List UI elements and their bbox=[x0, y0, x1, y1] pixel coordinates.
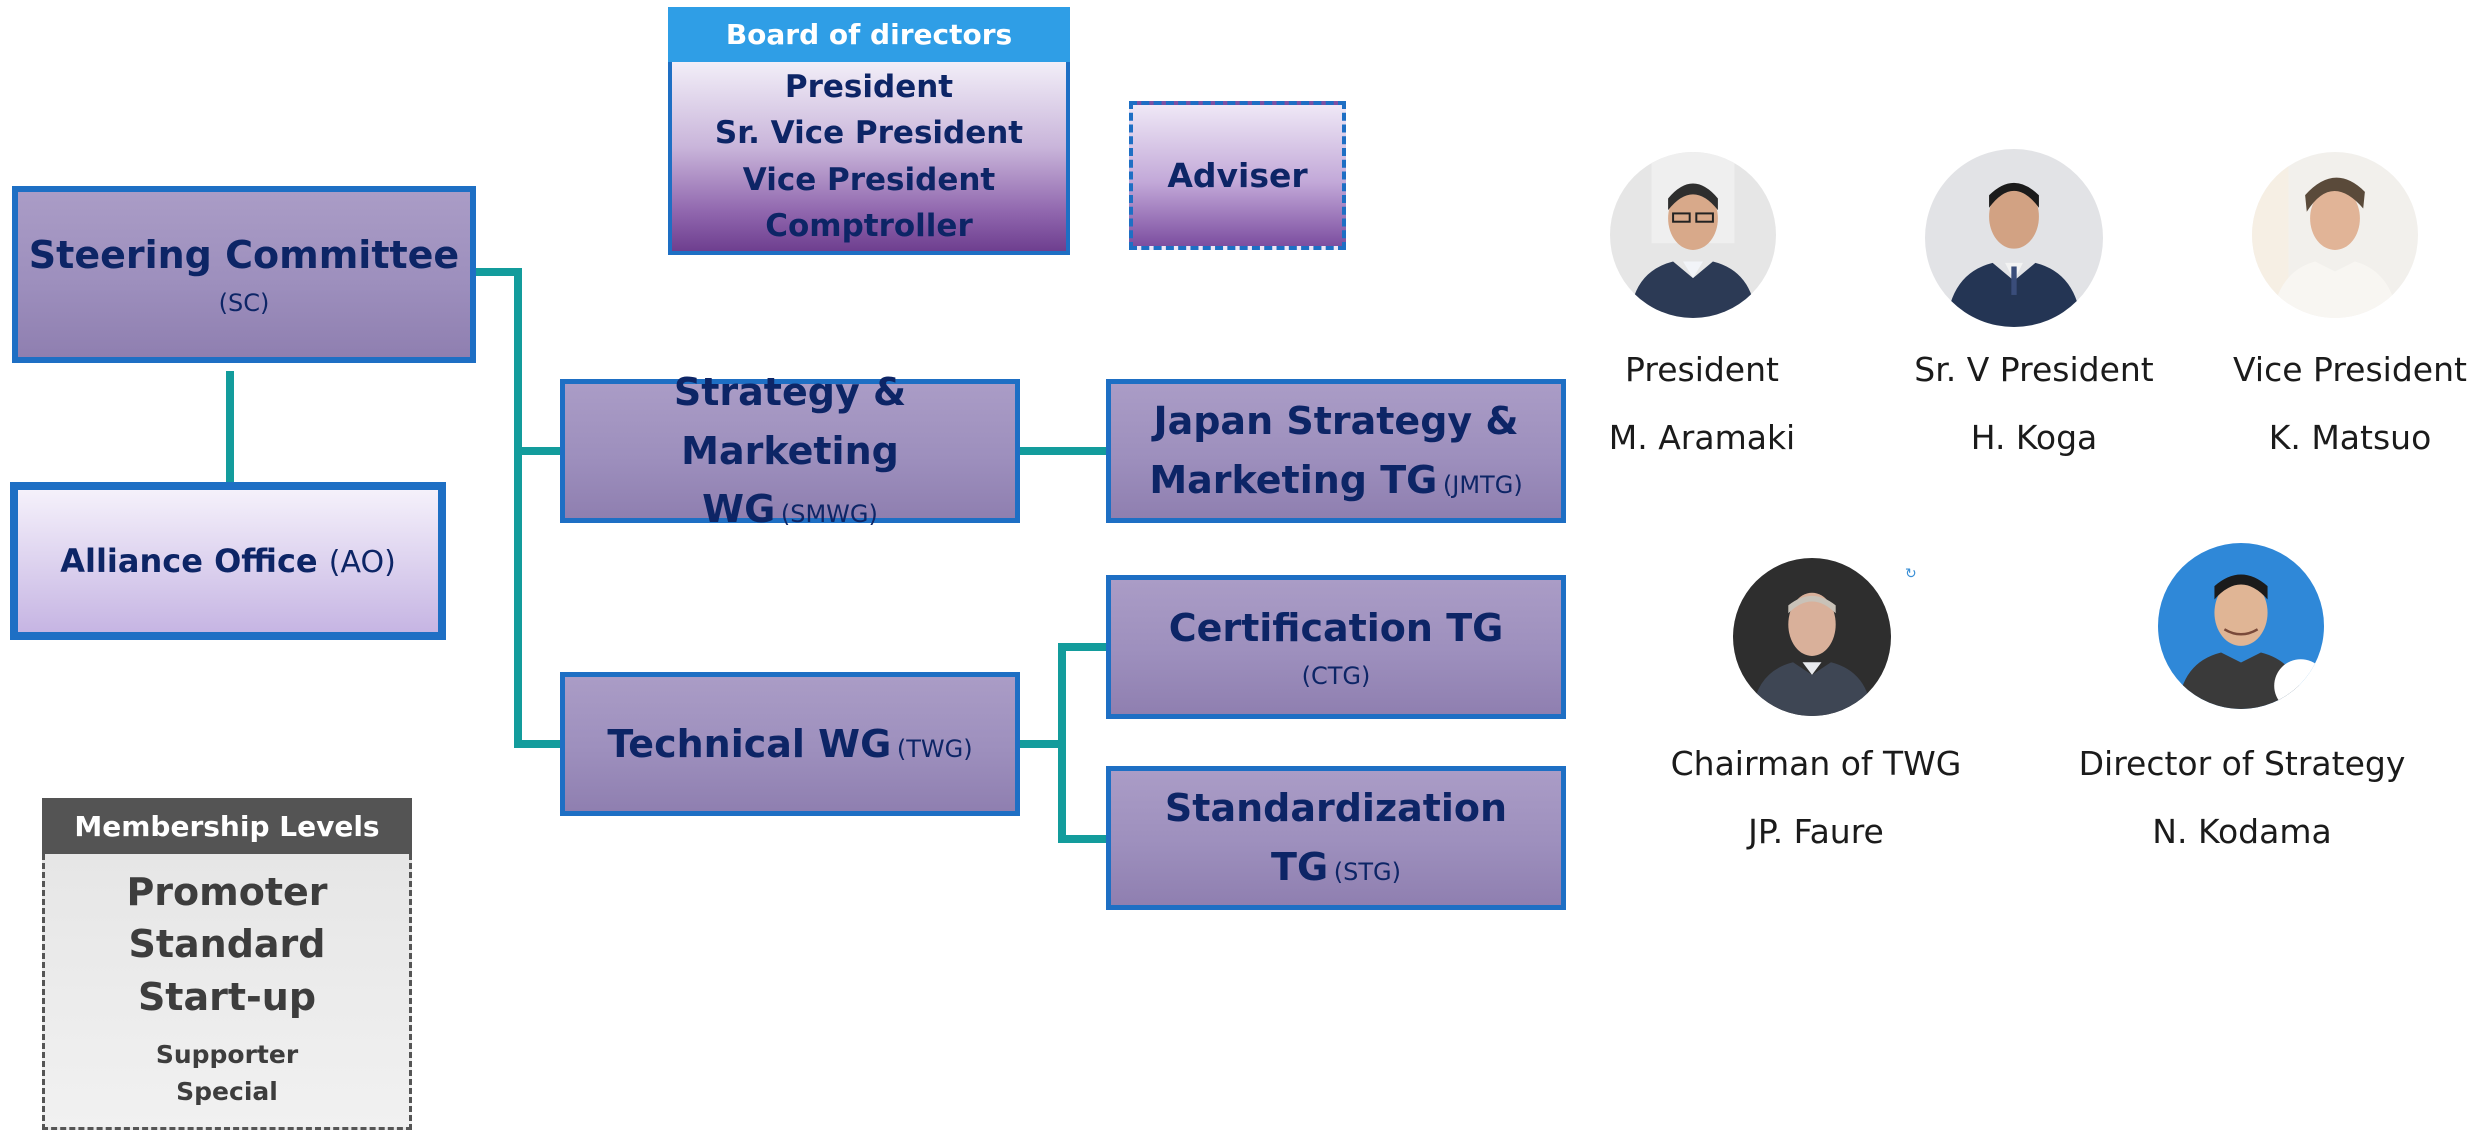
ctg-abbr: (CTG) bbox=[1301, 661, 1371, 690]
jmtg-title-line1: Japan Strategy & bbox=[1153, 399, 1519, 444]
person-role-vice-president: Vice President bbox=[2233, 350, 2467, 389]
stg-abbr: (STG) bbox=[1333, 858, 1401, 886]
standardization-tg-box: Standardization TG (STG) bbox=[1106, 766, 1566, 910]
membership-levels-header: Membership Levels bbox=[42, 798, 412, 854]
connector-sc-to-twg bbox=[474, 268, 562, 748]
stg-title-line2: TG bbox=[1271, 845, 1329, 889]
person-name-sr-vice-president: H. Koga bbox=[1970, 418, 2098, 457]
twg-title: Technical WG bbox=[607, 721, 892, 766]
smwg-title-line1: Strategy & Marketing bbox=[673, 369, 907, 473]
steering-committee-abbr: (SC) bbox=[218, 289, 270, 318]
connector-twg-to-ctg bbox=[1018, 643, 1108, 748]
alliance-office-box: Alliance Office (AO) bbox=[10, 482, 446, 640]
avatar-president bbox=[1610, 152, 1776, 318]
board-role-comptroller: Comptroller bbox=[765, 208, 973, 244]
technical-wg-box: Technical WG (TWG) bbox=[560, 672, 1020, 816]
person-name-chairman-twg: JP. Faure bbox=[1748, 812, 1884, 851]
person-role-director-strategy: Director of Strategy bbox=[2078, 744, 2406, 783]
board-of-directors-roles: President Sr. Vice President Vice Presid… bbox=[668, 62, 1070, 255]
person-role-president: President bbox=[1625, 350, 1779, 389]
certification-tg-box: Certification TG (CTG) bbox=[1106, 575, 1566, 719]
twg-abbr: (TWG) bbox=[896, 734, 973, 763]
avatar-vice-president bbox=[2252, 152, 2418, 318]
person-name-vice-president: K. Matsuo bbox=[2268, 418, 2432, 457]
alliance-office-title: Alliance Office bbox=[60, 542, 318, 580]
adviser-label: Adviser bbox=[1167, 156, 1308, 195]
strategy-marketing-wg-box: Strategy & Marketing WG (SMWG) bbox=[560, 370, 1020, 531]
connector-twg-to-stg bbox=[1058, 744, 1108, 843]
person-role-sr-vice-president: Sr. V President bbox=[1914, 350, 2154, 389]
membership-level-special: Special bbox=[176, 1076, 278, 1106]
smwg-title-line2: WG bbox=[702, 487, 776, 532]
membership-levels-list: Promoter Standard Start-up Supporter Spe… bbox=[42, 854, 412, 1130]
board-header-label: Board of directors bbox=[725, 18, 1013, 51]
avatar-director-strategy bbox=[2158, 543, 2324, 709]
board-role-vice-president: Vice President bbox=[742, 161, 996, 198]
jmtg-abbr: (JMTG) bbox=[1442, 471, 1523, 499]
membership-level-standard: Standard bbox=[128, 922, 326, 967]
adviser-box: Adviser bbox=[1129, 101, 1346, 250]
refresh-icon: ↻ bbox=[1905, 566, 1917, 582]
steering-committee-box: Steering Committee (SC) bbox=[12, 186, 476, 363]
membership-level-startup: Start-up bbox=[137, 974, 317, 1019]
person-name-president: M. Aramaki bbox=[1608, 418, 1796, 457]
person-role-chairman-twg: Chairman of TWG bbox=[1670, 744, 1962, 783]
steering-committee-title: Steering Committee bbox=[28, 233, 460, 278]
membership-level-promoter: Promoter bbox=[126, 870, 328, 914]
stg-title-line1: Standardization bbox=[1164, 786, 1508, 831]
avatar-sr-vice-president bbox=[1925, 149, 2103, 327]
board-role-president: President bbox=[784, 68, 954, 105]
person-name-director-strategy: N. Kodama bbox=[2152, 812, 2332, 851]
membership-level-supporter: Supporter bbox=[155, 1040, 299, 1070]
board-of-directors-header: Board of directors bbox=[668, 7, 1070, 62]
board-role-sr-vice-president: Sr. Vice President bbox=[714, 115, 1024, 151]
alliance-office-abbr: (AO) bbox=[328, 545, 396, 580]
jmtg-title-line2: Marketing TG bbox=[1149, 458, 1438, 502]
avatar-chairman-twg bbox=[1733, 558, 1891, 716]
membership-header-label: Membership Levels bbox=[74, 809, 380, 843]
japan-strategy-marketing-tg-box: Japan Strategy & Marketing TG (JMTG) bbox=[1106, 379, 1566, 523]
smwg-abbr: (SMWG) bbox=[780, 500, 878, 529]
ctg-title: Certification TG bbox=[1168, 605, 1504, 650]
